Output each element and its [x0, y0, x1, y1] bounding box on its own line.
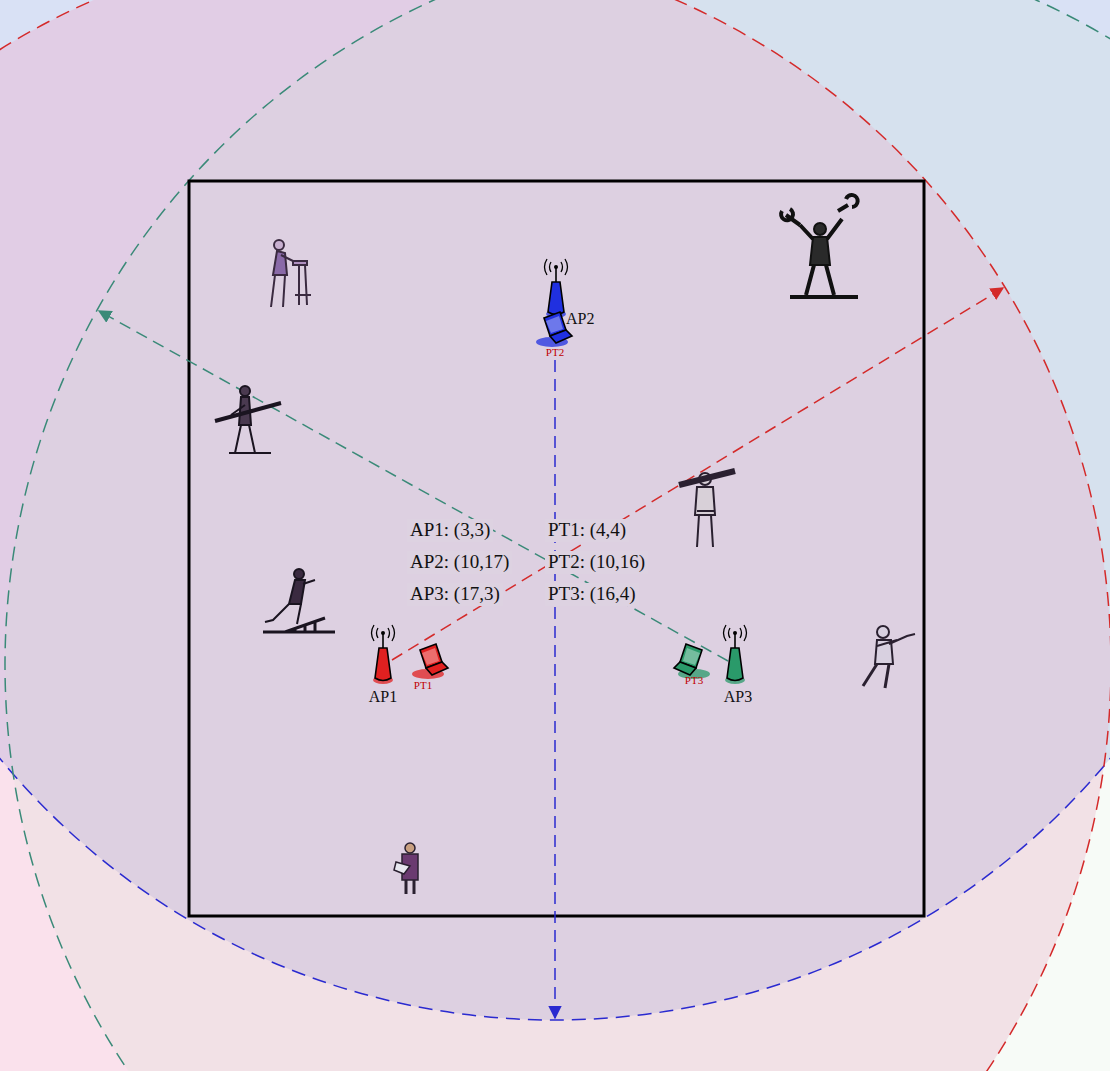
radius-arrow [99, 311, 728, 661]
radius-arrow [392, 288, 1003, 660]
worker-figure [394, 843, 418, 894]
worker-figure [263, 569, 335, 632]
device-label: PT1 [414, 679, 432, 691]
coverage-area [5, 0, 1110, 1071]
coordinate-text: PT3: (16,4) [545, 583, 639, 606]
device-label: AP2 [566, 310, 594, 328]
worker-figure [215, 386, 281, 453]
worker-figure [781, 195, 858, 297]
access-point-icon [545, 259, 568, 318]
coordinate-text: AP3: (17,3) [407, 583, 503, 606]
worker-figure [271, 240, 311, 307]
device-label: AP3 [724, 688, 752, 706]
device-label: PT3 [685, 674, 703, 686]
radius-arrow [554, 360, 556, 1018]
access-point-icon [372, 625, 395, 684]
coverage-boundary [0, 0, 1110, 1020]
terminal-icon [674, 644, 710, 679]
coordinate-text: AP1: (3,3) [407, 519, 493, 542]
worker-figure [863, 626, 915, 688]
coordinate-text: PT1: (4,4) [545, 519, 629, 542]
terminal-icon [412, 644, 448, 679]
worker-figure [679, 471, 735, 547]
coordinate-text: PT2: (10,16) [545, 551, 648, 574]
coordinate-text: AP2: (10,17) [407, 551, 512, 574]
device-label: AP1 [369, 688, 397, 706]
device-label: PT2 [546, 346, 564, 358]
access-point-icon [724, 625, 747, 684]
work-area [189, 181, 924, 916]
coverage-boundary [5, 0, 1110, 1071]
